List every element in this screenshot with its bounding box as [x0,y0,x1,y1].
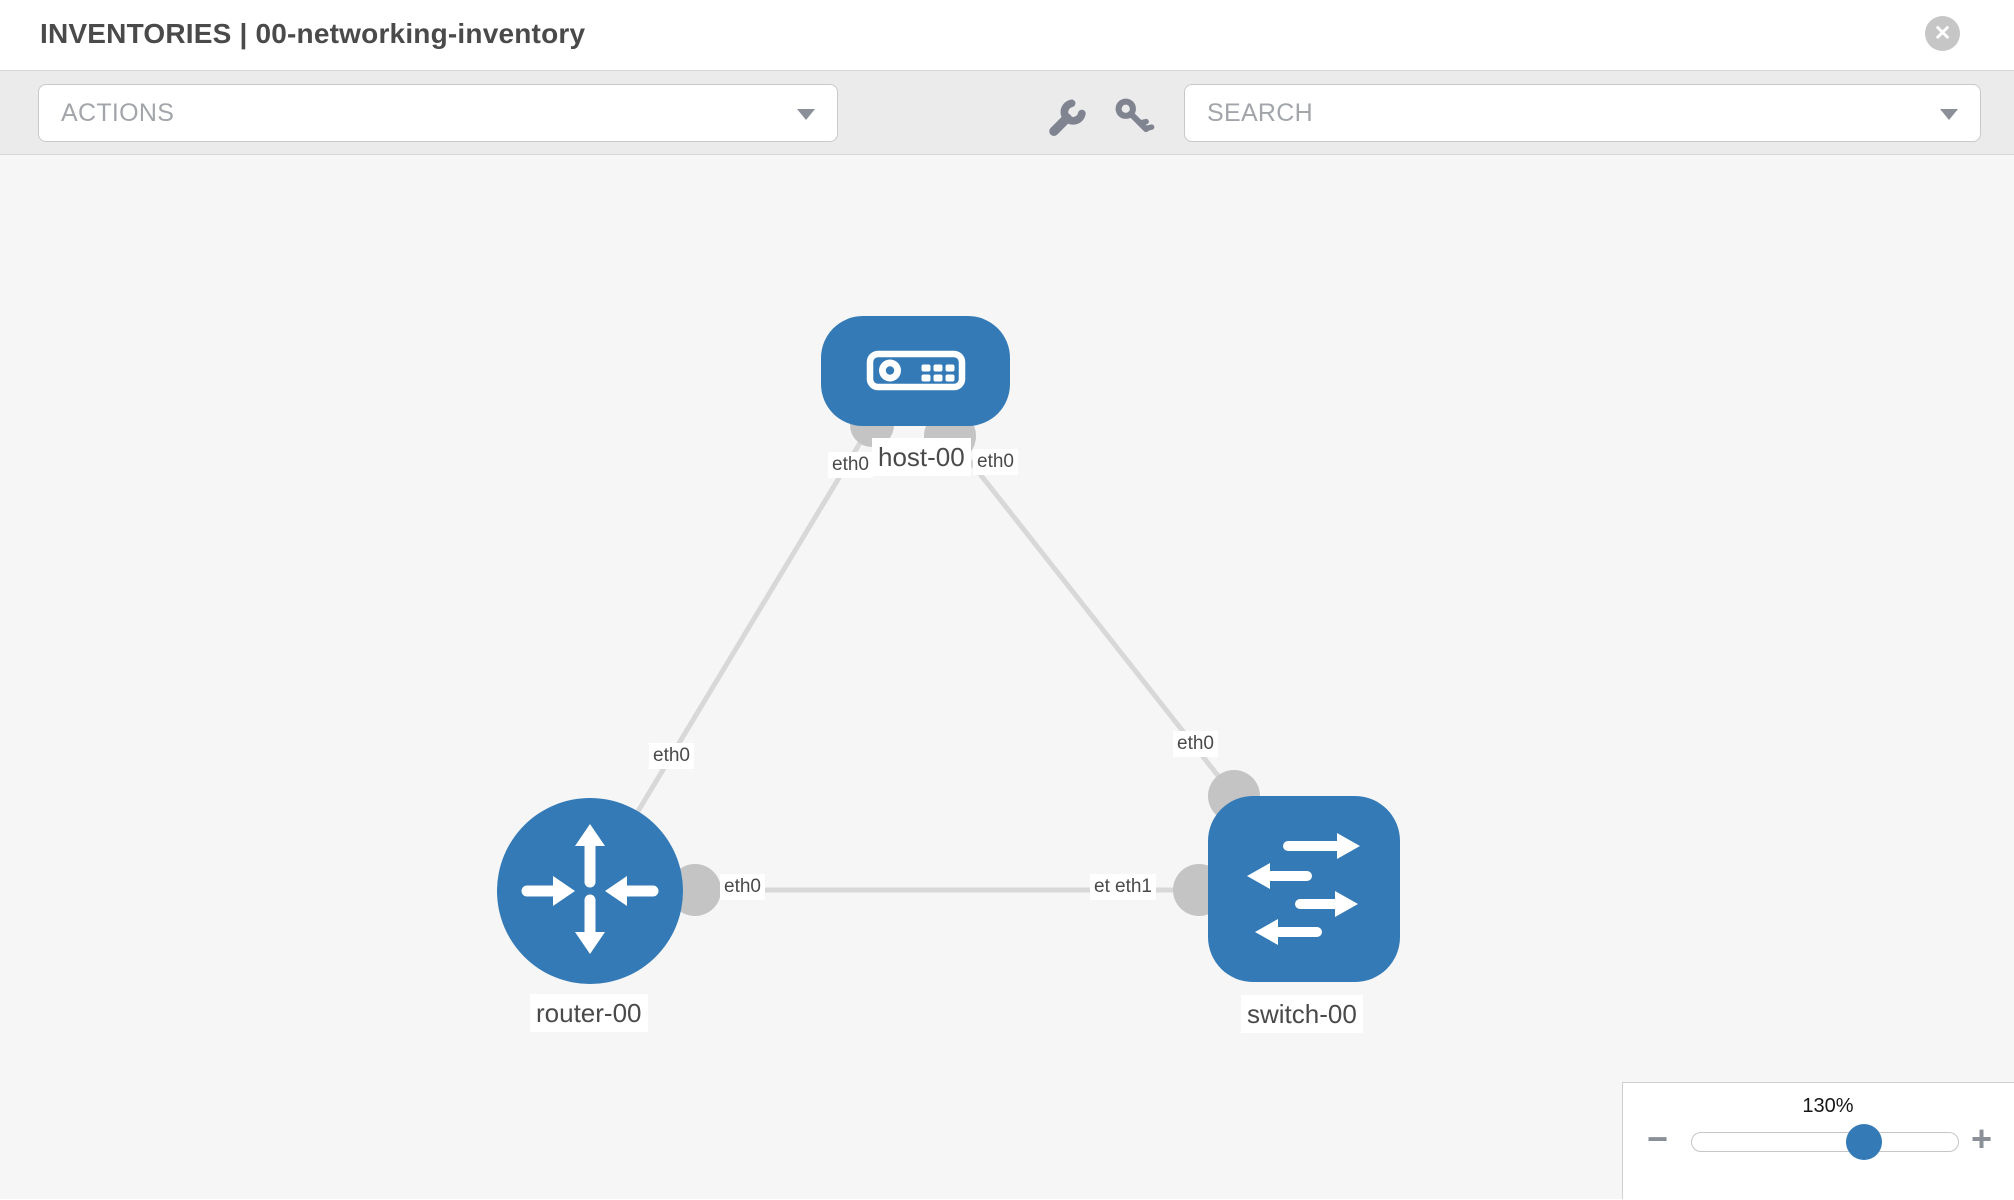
interface-label: eth0 [720,874,765,900]
node-label-host: host-00 [872,438,971,476]
zoom-slider-track[interactable] [1691,1132,1959,1152]
key-icon [1115,98,1155,133]
search-dropdown-label: SEARCH [1207,99,1313,127]
topology-canvas[interactable]: eth0 host-00 eth0 eth0 eth0 eth0 eth0 et… [0,155,2014,1199]
switch-icon [1247,833,1360,945]
configure-tool-button[interactable] [1044,95,1088,139]
node-host-00[interactable] [821,316,1010,426]
close-button[interactable]: ✕ [1925,16,1960,51]
interface-label: eth0 [973,449,1018,475]
zoom-slider-thumb[interactable] [1846,1124,1882,1160]
chevron-down-icon [797,109,815,120]
chevron-down-icon [1940,109,1958,120]
node-label-router: router-00 [530,994,648,1032]
node-router-00[interactable] [497,798,683,984]
credentials-tool-button[interactable] [1112,95,1156,139]
zoom-panel: 130% − + [1622,1082,2014,1199]
interface-label: eth0 [1173,731,1218,757]
actions-dropdown[interactable]: ACTIONS [38,84,838,142]
wrench-icon [1049,99,1086,136]
zoom-level-label: 130% [1802,1095,1854,1117]
toolbar: ACTIONS SEARCH [0,71,2014,155]
close-icon: ✕ [1933,22,1952,45]
titlebar: INVENTORIES | 00-networking-inventory ✕ [0,0,2014,71]
interface-label: eth0 [828,452,873,478]
host-icon [866,350,966,391]
search-dropdown[interactable]: SEARCH [1184,84,1981,142]
zoom-out-button[interactable]: − [1647,1118,1669,1159]
interface-label: eth1 [1111,874,1156,900]
page-title: INVENTORIES | 00-networking-inventory [40,18,586,49]
router-icon [521,824,659,954]
node-label-switch: switch-00 [1241,995,1363,1033]
actions-dropdown-label: ACTIONS [61,99,175,127]
zoom-in-button[interactable]: + [1971,1118,1993,1159]
node-switch-00[interactable] [1208,796,1400,982]
interface-label: eth0 [649,743,694,769]
topology-graph [497,316,1400,984]
